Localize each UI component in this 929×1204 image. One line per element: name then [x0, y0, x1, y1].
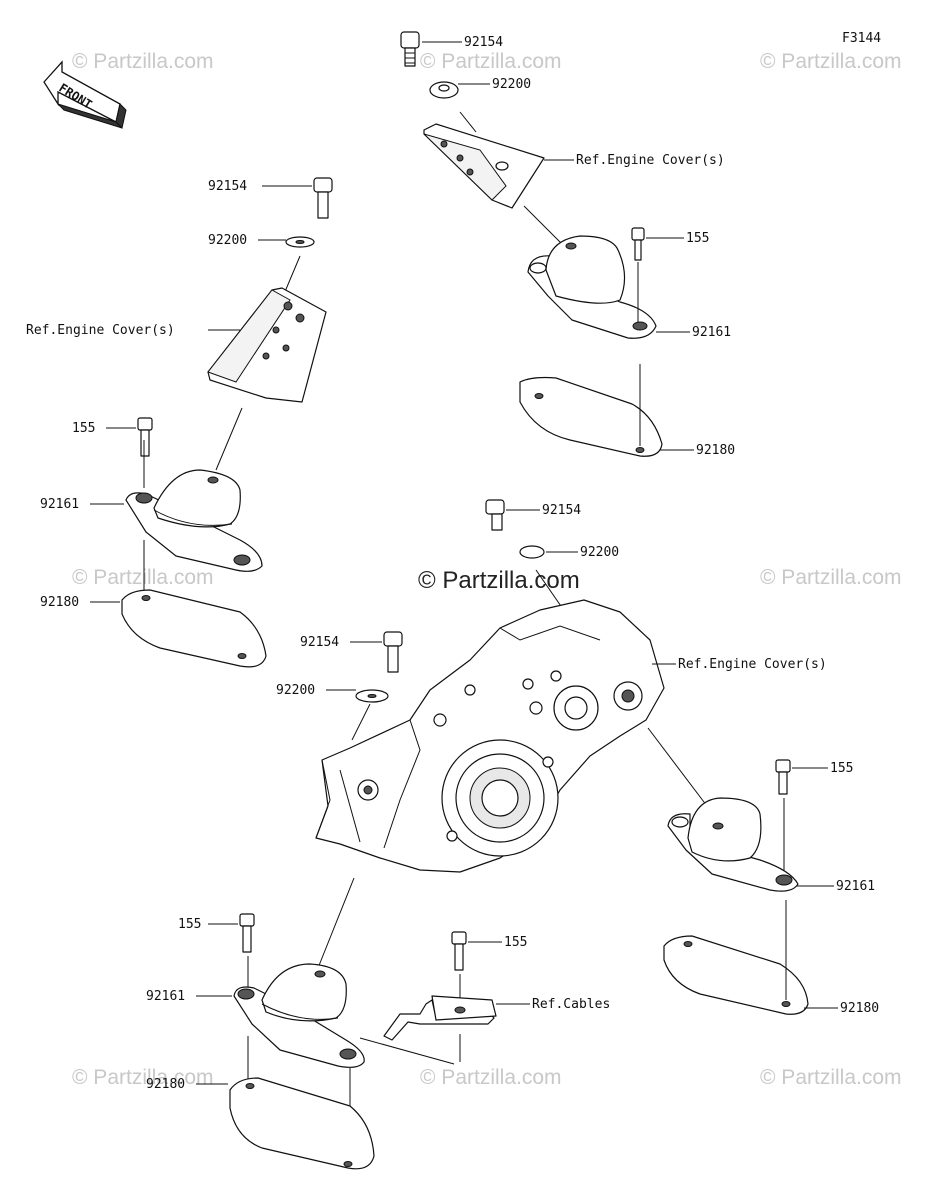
bolt-92154-top — [400, 31, 420, 67]
label-92200: 92200 — [580, 545, 619, 560]
label-92200: 92200 — [276, 683, 315, 698]
engine-cover-housing — [315, 599, 665, 873]
watermark: © Partzilla.com — [420, 50, 562, 73]
bolt-92154-left — [313, 177, 333, 219]
bolt-155-left — [137, 417, 153, 457]
label-92154: 92154 — [208, 179, 247, 194]
bolt-155-top — [631, 227, 645, 261]
engine-mount-92161-right — [667, 797, 799, 892]
bracket-left — [207, 287, 327, 403]
front-arrow-icon: FRONT — [43, 60, 127, 129]
washer-92200-center-right — [519, 545, 545, 559]
plate-92180-top — [519, 376, 663, 457]
label-92161: 92161 — [146, 989, 185, 1004]
watermark: © Partzilla.com — [760, 50, 902, 73]
plate-92180-right — [663, 935, 809, 1015]
label-92200: 92200 — [492, 77, 531, 92]
label-92180: 92180 — [40, 595, 79, 610]
label-ref-engine-cover: Ref.Engine Cover(s) — [26, 323, 175, 338]
bolt-92154-center-right — [485, 499, 505, 531]
label-155: 155 — [504, 935, 527, 950]
label-92180: 92180 — [696, 443, 735, 458]
cable-bracket — [383, 995, 497, 1041]
label-92161: 92161 — [836, 879, 875, 894]
bolt-155-bottom-center — [451, 931, 467, 971]
bolt-155-right — [775, 759, 791, 795]
label-92154: 92154 — [300, 635, 339, 650]
label-155: 155 — [686, 231, 709, 246]
label-ref-cables: Ref.Cables — [532, 997, 610, 1012]
label-155: 155 — [72, 421, 95, 436]
label-92180: 92180 — [146, 1077, 185, 1092]
label-92161: 92161 — [40, 497, 79, 512]
label-92154: 92154 — [464, 35, 503, 50]
label-92200: 92200 — [208, 233, 247, 248]
label-92180: 92180 — [840, 1001, 879, 1016]
bolt-155-bottom-left — [239, 913, 255, 953]
engine-mount-92161-bottom-left — [233, 963, 365, 1068]
engine-mount-92161-top — [527, 235, 657, 339]
watermark: © Partzilla.com — [72, 1066, 214, 1089]
watermarks: © Partzilla.com © Partzilla.com © Partzi… — [72, 50, 902, 1089]
bolt-92154-center-left — [383, 631, 403, 673]
engine-mount-92161-left — [125, 469, 263, 572]
plate-92180-bottom-left — [229, 1077, 375, 1170]
bracket-top — [423, 123, 545, 209]
label-ref-engine-cover: Ref.Engine Cover(s) — [576, 153, 725, 168]
watermark: © Partzilla.com — [72, 566, 214, 589]
label-155: 155 — [178, 917, 201, 932]
washer-92200-top — [429, 81, 459, 99]
washer-92200-center-left — [355, 689, 389, 703]
figure-code: F3144 — [842, 31, 881, 46]
plate-92180-left — [121, 589, 267, 668]
label-92154: 92154 — [542, 503, 581, 518]
watermark: © Partzilla.com — [72, 50, 214, 73]
label-92161: 92161 — [692, 325, 731, 340]
watermark: © Partzilla.com — [760, 1066, 902, 1089]
label-155: 155 — [830, 761, 853, 776]
washer-92200-left — [285, 236, 315, 248]
watermark: © Partzilla.com — [760, 566, 902, 589]
watermark: © Partzilla.com — [420, 1066, 562, 1089]
label-ref-engine-cover: Ref.Engine Cover(s) — [678, 657, 827, 672]
watermark-center: © Partzilla.com — [418, 567, 580, 594]
